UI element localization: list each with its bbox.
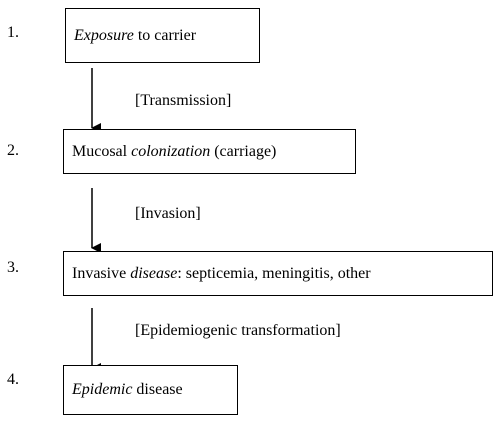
step-2-italic: colonization bbox=[131, 142, 211, 160]
step-4-italic: Epidemic bbox=[72, 381, 133, 398]
edge-label-invasion: [Invasion] bbox=[135, 205, 201, 222]
step-2-plain-a: Mucosal bbox=[72, 142, 132, 160]
step-number-2: 2. bbox=[7, 142, 19, 159]
step-3-italic: disease bbox=[130, 264, 178, 282]
step-2-plain-b: (carriage) bbox=[210, 142, 277, 160]
edge-label-transmission: [Transmission] bbox=[135, 92, 232, 109]
step-4-text: Epidemic disease bbox=[72, 381, 183, 399]
step-number-4: 4. bbox=[7, 371, 19, 388]
step-2-text: Mucosal colonization (carriage) bbox=[72, 143, 276, 161]
step-1-italic: Exposure bbox=[74, 26, 134, 44]
step-box-colonization: Mucosal colonization (carriage) bbox=[63, 129, 356, 174]
step-number-3: 3. bbox=[7, 259, 19, 276]
step-1-text: Exposure to carrier bbox=[74, 27, 196, 45]
step-4-plain: disease bbox=[132, 381, 183, 398]
step-box-disease: Invasive disease: septicemia, meningitis… bbox=[63, 251, 493, 296]
edge-label-epidemiogenic: [Epidemiogenic transformation] bbox=[135, 322, 341, 339]
step-number-1: 1. bbox=[7, 24, 19, 41]
step-3-text: Invasive disease: septicemia, meningitis… bbox=[72, 265, 371, 283]
step-3-plain-b: : septicemia, meningitis, other bbox=[177, 264, 371, 282]
step-1-plain: to carrier bbox=[133, 26, 197, 44]
step-3-plain-a: Invasive bbox=[72, 264, 131, 282]
step-box-epidemic: Epidemic disease bbox=[63, 365, 238, 415]
step-box-exposure: Exposure to carrier bbox=[65, 8, 260, 63]
